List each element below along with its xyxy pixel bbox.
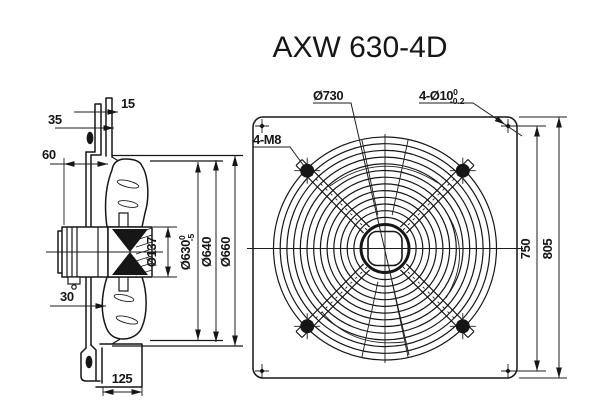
dim-m8-label: 4-M8: [253, 132, 281, 147]
dim-10-label: 4-Ø100-0.2: [419, 87, 465, 106]
blade-root-bottom: [118, 276, 129, 292]
drawing-title: AXW 630-4D: [272, 31, 447, 64]
impeller-blade: [101, 158, 149, 340]
dim-137-label: Ø137: [144, 237, 159, 267]
dim-60-label: 60: [42, 147, 56, 162]
motor-terminal: [67, 276, 81, 285]
dim-640-label: Ø640: [199, 237, 214, 267]
strut-boss: [294, 157, 476, 340]
front-view: Ø730 4-M8 4-Ø100-0.2 750 805: [247, 87, 567, 379]
blade-root-top: [118, 212, 129, 228]
guard-struts: [294, 157, 476, 340]
leader-730: [313, 102, 410, 356]
corner-hole: [501, 364, 515, 378]
motor: [57, 226, 109, 290]
leader-m8: [253, 146, 305, 167]
dim-730-label: Ø730: [313, 88, 343, 103]
shaft-mark-top: [112, 229, 148, 252]
shaft-mark-bottom: [112, 252, 148, 275]
side-dimensions: 15 35 60 30 125 Ø137 Ø6300-5 Ø640 Ø660: [42, 96, 238, 396]
dim-660-label: Ø660: [218, 237, 233, 267]
front-dimensions: 750 805: [514, 116, 567, 379]
leader-10: [419, 102, 506, 125]
side-view: 15 35 60 30 125 Ø137 Ø6300-5 Ø640 Ø660: [42, 96, 243, 396]
dim-35-label: 35: [48, 112, 62, 127]
gasket-bottom: [85, 355, 93, 369]
dim-805-label: 805: [540, 239, 555, 260]
corner-hole: [255, 364, 269, 378]
dim-630-label: Ø6300-5: [177, 233, 196, 270]
corner-hole: [255, 119, 269, 133]
dim-15-label: 15: [121, 96, 135, 111]
gasket-top: [86, 131, 94, 145]
dim-750-label: 750: [518, 239, 533, 260]
motor-bracket: [95, 343, 143, 388]
dim-30-label: 30: [60, 289, 74, 304]
front-labels: Ø730 4-M8 4-Ø100-0.2: [253, 87, 523, 356]
dim-125-label: 125: [112, 371, 133, 386]
